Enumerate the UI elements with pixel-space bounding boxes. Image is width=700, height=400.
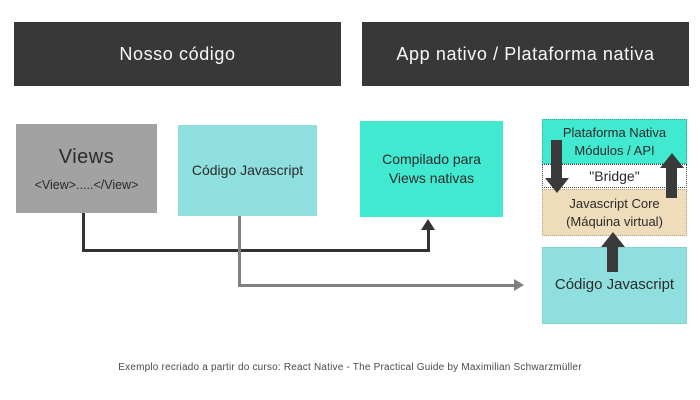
- right-arrowhead-icon: [514, 279, 524, 291]
- views-box: Views <View>.....</View>: [16, 124, 157, 213]
- native-platform-box: Plataforma Nativa Módulos / API: [542, 119, 687, 164]
- compiled-line1: Compilado para: [382, 151, 481, 168]
- compiled-views-box: Compilado para Views nativas: [360, 121, 503, 217]
- connector-jscode-vertical: [238, 216, 241, 287]
- header-our-code-label: Nosso código: [119, 43, 236, 64]
- bridge-up-arrow-icon: [660, 153, 684, 198]
- header-native-app: App nativo / Plataforma nativa: [362, 22, 689, 86]
- js-core-line1: Javascript Core: [569, 195, 660, 211]
- bridge-label: "Bridge": [589, 167, 640, 184]
- connector-views-horizontal: [82, 249, 430, 252]
- views-subtitle: <View>.....</View>: [34, 177, 139, 192]
- header-native-app-label: App nativo / Plataforma nativa: [396, 43, 655, 64]
- connector-jscode-horizontal: [238, 284, 514, 287]
- compiled-line2: Views nativas: [388, 170, 475, 186]
- js-core-line2: (Máquina virtual): [566, 213, 663, 229]
- header-our-code: Nosso código: [14, 22, 341, 86]
- js-code-box-left: Código Javascript: [178, 125, 317, 216]
- native-platform-line2: Módulos / API: [574, 142, 655, 158]
- caption: Exemplo recriado a partir do curso: Reac…: [118, 362, 582, 373]
- connector-views-vertical-up: [427, 228, 430, 252]
- js-code-right-label: Código Javascript: [554, 276, 675, 294]
- views-title: Views: [58, 145, 115, 168]
- js-code-left-label: Código Javascript: [191, 162, 304, 179]
- up-arrowhead-icon: [421, 219, 435, 230]
- js-to-core-up-arrow-icon: [601, 232, 625, 272]
- bridge-down-arrow-icon: [545, 140, 569, 193]
- native-platform-line1: Plataforma Nativa: [562, 124, 667, 140]
- connector-views-vertical: [82, 213, 85, 252]
